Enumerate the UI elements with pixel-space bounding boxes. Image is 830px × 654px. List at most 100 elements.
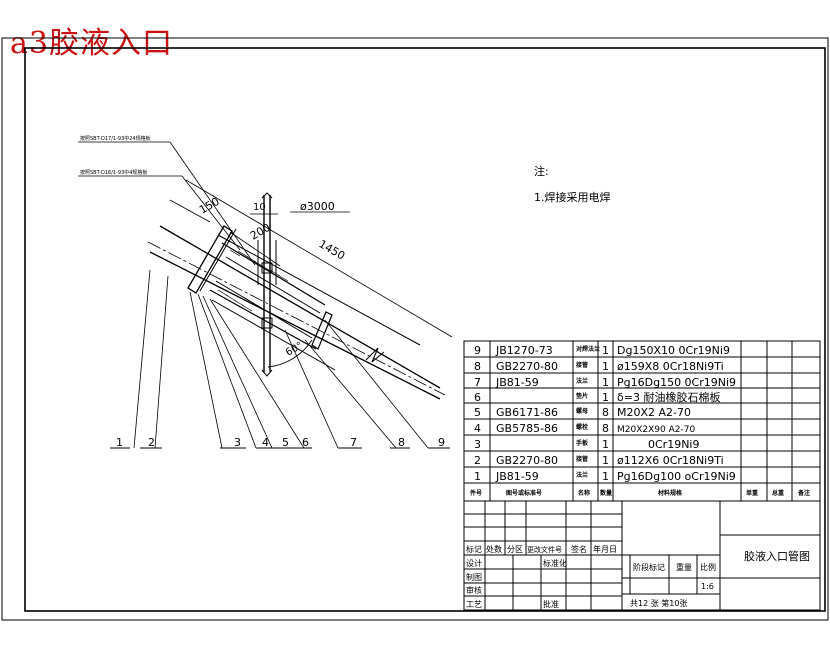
leader-note-top: 按照SBT-D17/1-93中24规格板 <box>80 135 151 142</box>
dim-150: 150 <box>197 195 222 217</box>
bom-cell-material: M20X2X90 A2-70 <box>617 425 695 435</box>
sheet-count: 共12 张 第10张 <box>630 598 687 608</box>
bom-cell-no: 5 <box>474 406 481 419</box>
note-heading: 注: <box>534 164 549 178</box>
dim-3000: ø3000 <box>300 200 335 213</box>
bom-cell-code: GB5785-86 <box>496 422 558 435</box>
callout-4: 4 <box>262 436 269 449</box>
outer-frame <box>1 37 829 621</box>
bom-cell-no: 9 <box>474 344 481 357</box>
title-block-text: 标记 处数 分区 更改文件号 签名 年月日 设计 制图 审核 工艺 标准化 批准… <box>466 544 810 609</box>
bom-cell-qty: 1 <box>602 376 609 389</box>
bom-cell-qty: 1 <box>602 344 609 357</box>
pipe-assembly <box>78 141 453 449</box>
bom-cell-qty: 8 <box>602 422 609 435</box>
bom-cell-name: 垫片 <box>576 392 588 400</box>
bom-cell-no: 6 <box>474 391 481 404</box>
bom-cell-no: 4 <box>474 422 481 435</box>
bom-cell-name: 接管 <box>575 455 588 463</box>
bom-header: 件号 图号或标准号 名称 数量 材料规格 单重 总重 备注 <box>470 489 810 497</box>
bom-header-material: 材料规格 <box>657 489 683 497</box>
bom-cell-material: ø112X6 0Cr18Ni9Ti <box>617 454 724 467</box>
bom-cell-code: JB1270-73 <box>495 344 553 357</box>
note-item: 1.焊接采用电焊 <box>534 190 611 204</box>
bom-cell-qty: 1 <box>602 454 609 467</box>
callout-6: 6 <box>302 436 309 449</box>
drawing-name: 胶液入口管图 <box>744 549 810 563</box>
bom-cell-material: 0Cr19Ni9 <box>648 438 699 451</box>
callout-3: 3 <box>234 436 241 449</box>
leader-note-bottom: 按照SBT-D16/1-93中4规格板 <box>80 169 147 176</box>
bom-cell-code: GB2270-80 <box>496 360 558 373</box>
bom-cell-no: 1 <box>474 470 481 483</box>
bom-cell-name: 螺栓 <box>576 423 588 431</box>
bom-cell-name: 法兰 <box>576 377 588 385</box>
bom-cell-no: 3 <box>474 438 481 451</box>
scale-value: 1:6 <box>701 582 714 591</box>
bom-cell-material: ø159X8 0Cr18Ni9Ti <box>617 360 724 373</box>
bom-cell-name: 对焊法兰 <box>576 345 600 353</box>
inner-frame <box>24 47 826 612</box>
bom-cell-name: 螺母 <box>576 407 588 415</box>
rev-header-date: 年月日 <box>593 544 617 554</box>
dim-10: 10 <box>253 202 266 213</box>
bom-cell-material: Pg16Dg150 0Cr19Ni9 <box>617 376 736 389</box>
dim-200: 200 <box>248 221 273 243</box>
role-process: 工艺 <box>466 600 482 609</box>
note-block: 注: 1.焊接采用电焊 <box>534 164 611 204</box>
callout-8: 8 <box>398 436 405 449</box>
bom-header-remark: 备注 <box>797 489 810 497</box>
bom-cell-code: GB2270-80 <box>496 454 558 467</box>
callout-5: 5 <box>282 436 289 449</box>
bom-cell-name: 法兰 <box>576 471 588 479</box>
bom-cell-material: Pg16Dg100 oCr19Ni9 <box>617 470 736 483</box>
callout-2: 2 <box>148 436 155 449</box>
bom-cell-material: M20X2 A2-70 <box>617 406 691 419</box>
bom-cell-name: 接管 <box>575 361 588 369</box>
bom-cell-code: GB6171-86 <box>496 406 558 419</box>
bom-cell-no: 8 <box>474 360 481 373</box>
bom-cell-material: δ=3 耐油橡胶石棉板 <box>617 390 720 404</box>
bom-cell-material: Dg150X10 0Cr19Ni9 <box>617 344 730 357</box>
bom-header-no: 件号 <box>470 489 482 497</box>
bom-cell-no: 7 <box>474 376 481 389</box>
bom-cell-qty: 8 <box>602 406 609 419</box>
dim-1450: 1450 <box>317 237 348 262</box>
bom-cell-no: 2 <box>474 454 481 467</box>
rev-header-sign: 签名 <box>571 544 587 554</box>
bom-cell-qty: 1 <box>602 470 609 483</box>
bom-header-unit-weight: 单重 <box>746 489 758 497</box>
weight-label: 重量 <box>676 562 692 572</box>
callout-7: 7 <box>350 436 357 449</box>
bom-cell-code: JB81-59 <box>495 376 539 389</box>
bom-cell-qty: 1 <box>602 438 609 451</box>
bom-header-name: 名称 <box>578 489 590 497</box>
callout-1: 1 <box>116 436 123 449</box>
role-design: 设计 <box>466 558 482 568</box>
bom-header-code: 图号或标准号 <box>506 489 542 497</box>
scale-label: 比例 <box>700 562 716 572</box>
bom-cell-code: JB81-59 <box>495 470 539 483</box>
rev-header-mark: 标记 <box>466 544 482 554</box>
stage-label: 阶段标记 <box>633 562 665 572</box>
bom-header-qty: 数量 <box>600 489 612 497</box>
bom-cell-name: 手板 <box>576 439 589 447</box>
rev-header-docno: 更改文件号 <box>527 545 562 554</box>
bom-cell-qty: 1 <box>602 391 609 404</box>
bom-header-total-weight: 总重 <box>772 489 784 497</box>
standardize-label: 标准化 <box>543 558 567 568</box>
title-block <box>463 500 821 611</box>
role-draft: 制图 <box>466 572 482 582</box>
callout-9: 9 <box>438 436 445 449</box>
leader-notes: 按照SBT-D17/1-93中24规格板 按照SBT-D16/1-93中4规格板 <box>80 135 151 176</box>
callout-numbers: 1 2 3 4 5 6 7 8 9 <box>116 436 445 449</box>
approve-label: 批准 <box>543 599 559 609</box>
role-review: 审核 <box>466 585 482 595</box>
bom-cell-qty: 1 <box>602 360 609 373</box>
rev-header-count: 处数 <box>486 544 502 554</box>
stamp-title: a3胶液入口 <box>10 26 173 61</box>
rev-header-zone: 分区 <box>507 545 523 554</box>
